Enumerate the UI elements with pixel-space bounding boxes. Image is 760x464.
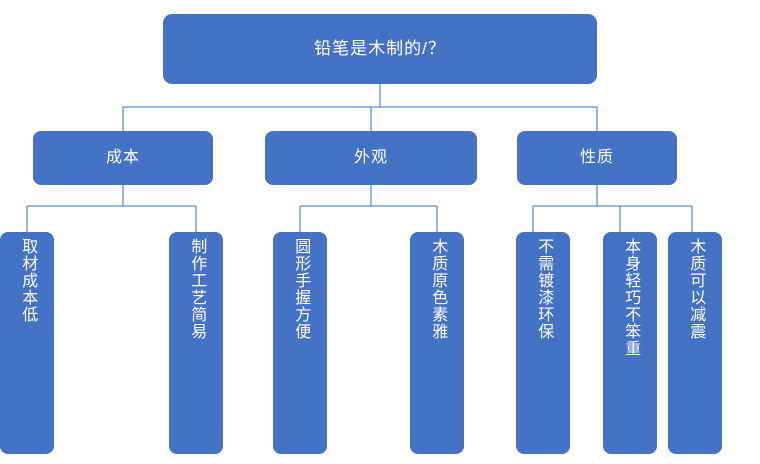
branch-node-appearance-label: 外观 [353, 148, 388, 166]
branch-node-appearance[interactable]: 外观 [265, 131, 477, 185]
root-node-label: 铅笔是木制的/？ [314, 39, 446, 59]
branch-node-cost[interactable]: 成本 [33, 131, 213, 185]
leaf-node-property-nopaint-label: 不需镀漆环保 [535, 238, 553, 340]
leaf-node-cost-process[interactable]: 制作工艺简易 [169, 232, 223, 454]
branch-node-cost-label: 成本 [105, 148, 140, 166]
leaf-node-property-shock[interactable]: 木质可以减震 [668, 232, 722, 454]
leaf-node-appearance-round-label: 圆形手握方便 [292, 238, 310, 340]
leaf-node-property-light[interactable]: 本身轻巧不笨重 [603, 232, 657, 454]
root-node[interactable]: 铅笔是木制的/？ [163, 14, 597, 84]
leaf-node-appearance-round[interactable]: 圆形手握方便 [273, 232, 327, 454]
branch-node-property-label: 性质 [579, 148, 614, 166]
leaf-node-property-shock-label: 木质可以减震 [687, 238, 705, 340]
leaf-node-cost-material-label: 取材成本低 [19, 238, 37, 323]
leaf-node-cost-process-label: 制作工艺简易 [188, 238, 206, 340]
leaf-node-appearance-color[interactable]: 木质原色素雅 [410, 232, 464, 454]
leaf-node-property-light-label: 本身轻巧不笨重 [622, 238, 640, 357]
leaf-node-property-nopaint[interactable]: 不需镀漆环保 [516, 232, 570, 454]
branch-node-property[interactable]: 性质 [517, 131, 677, 185]
leaf-node-cost-material[interactable]: 取材成本低 [0, 232, 54, 454]
leaf-node-appearance-color-label: 木质原色素雅 [429, 238, 447, 340]
